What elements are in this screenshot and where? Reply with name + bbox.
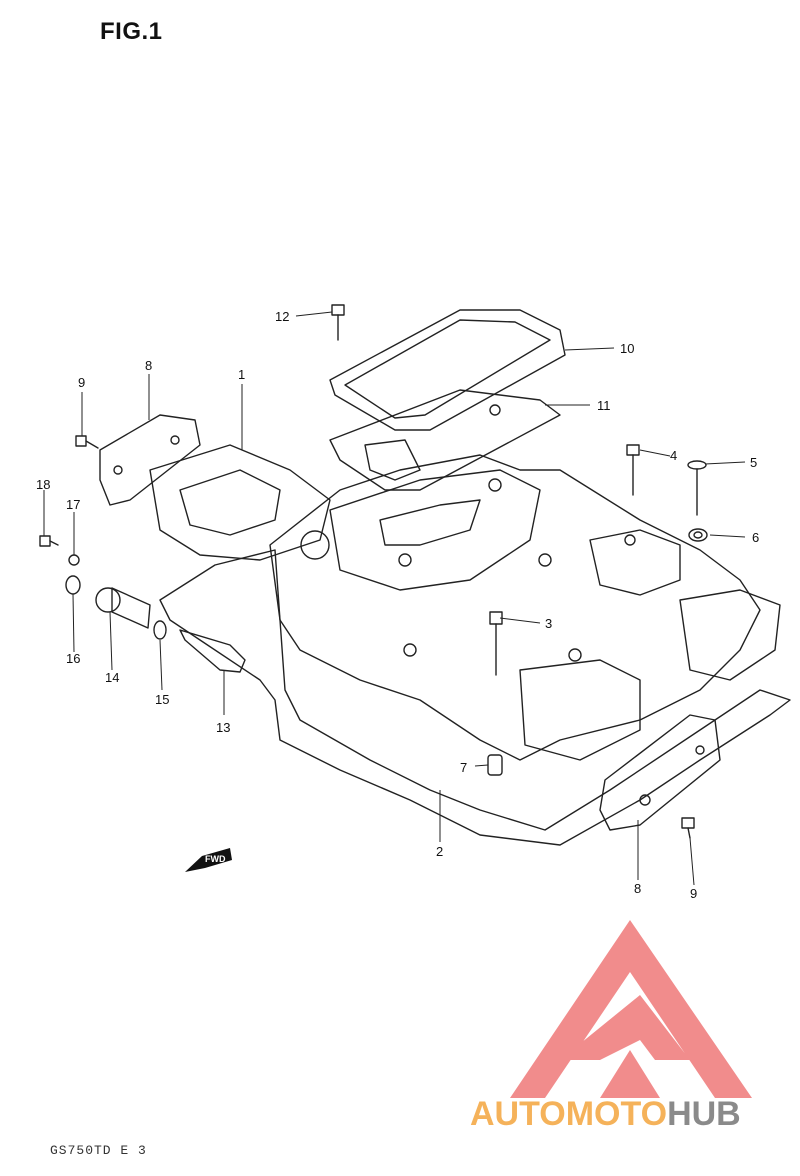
callout-7: 7	[460, 760, 467, 775]
callout-5: 5	[750, 455, 757, 470]
callout-9-left: 9	[78, 375, 85, 390]
callout-2: 2	[436, 844, 443, 859]
bolt-part-4	[626, 444, 640, 496]
screw-part-9-left	[75, 435, 99, 449]
bolt-part-18	[39, 535, 59, 547]
bolt-part-5	[687, 460, 707, 516]
side-cover-part-8-right	[599, 714, 721, 831]
cover-plate-part-10	[329, 309, 566, 431]
forward-label: FWD	[205, 854, 226, 864]
callout-4: 4	[670, 448, 677, 463]
callout-3: 3	[545, 616, 552, 631]
watermark-text-part2: HUB	[667, 1095, 741, 1133]
callout-10: 10	[620, 341, 634, 356]
callout-18: 18	[36, 477, 50, 492]
side-cover-part-8-left	[99, 414, 201, 506]
callout-8-right: 8	[634, 881, 641, 896]
callout-16: 16	[66, 651, 80, 666]
callout-11: 11	[597, 398, 611, 413]
watermark-triangle-mark	[510, 920, 752, 1098]
sensor-part-13	[179, 629, 246, 673]
callout-9-right: 9	[690, 886, 697, 901]
dowel-part-7	[487, 754, 503, 776]
callout-labels: 1 2 3 4 5 6 7 8 8 9 9 10 11 12 13 14 15 …	[36, 309, 759, 901]
leader-lines	[43, 311, 746, 886]
footer-code: GS750TD E 3	[50, 1143, 147, 1158]
callout-12: 12	[275, 309, 289, 324]
watermark-text: AUTOMOTOHUB	[470, 1095, 741, 1133]
callout-8-left: 8	[145, 358, 152, 373]
valve-cover-part-1	[149, 444, 781, 761]
plug-part-14	[95, 587, 151, 629]
clip-part-17	[68, 554, 80, 566]
bolt-part-3	[489, 611, 503, 676]
washer-part-16	[65, 575, 81, 595]
callout-6: 6	[752, 530, 759, 545]
callout-15: 15	[155, 692, 169, 707]
forward-arrow: FWD	[185, 848, 232, 872]
o-ring-part-15	[153, 620, 167, 640]
watermark-logo	[510, 920, 752, 1098]
cover-gasket-part-11	[329, 389, 561, 491]
bolt-part-12	[331, 304, 345, 341]
screw-part-9-right	[681, 817, 695, 839]
figure-title: FIG.1	[100, 18, 163, 45]
watermark-text-part1: AUTOMOTO	[470, 1095, 667, 1133]
callout-14: 14	[105, 670, 119, 685]
gasket-part-2	[159, 549, 791, 846]
callout-13: 13	[216, 720, 230, 735]
callout-1: 1	[238, 367, 245, 382]
callout-17: 17	[66, 497, 80, 512]
washer-part-6	[688, 528, 708, 542]
